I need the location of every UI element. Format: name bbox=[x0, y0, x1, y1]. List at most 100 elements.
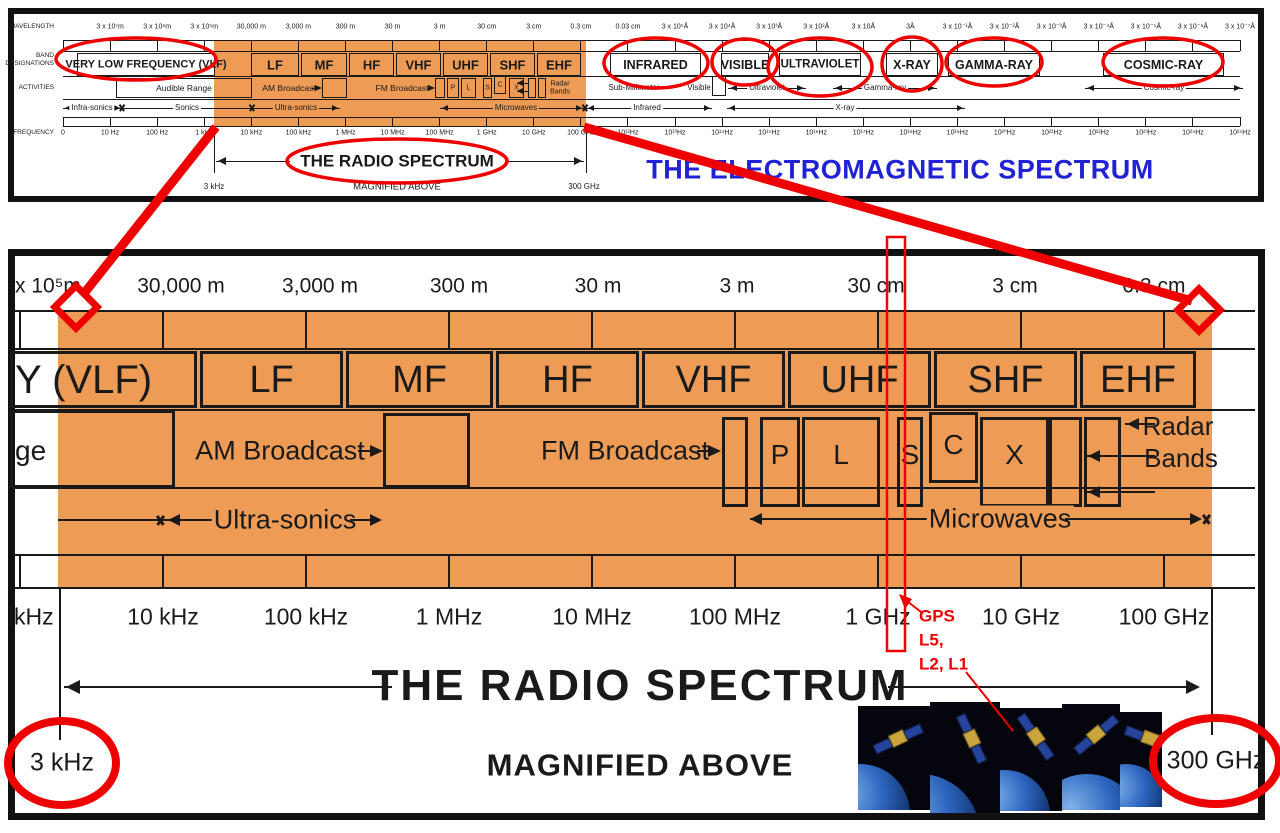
low-end-3khz-label: 3 kHz bbox=[30, 748, 94, 777]
ultraviolet-label: Ultraviolet bbox=[747, 83, 787, 92]
tick-mark bbox=[721, 40, 723, 51]
band-label: Y (VLF) bbox=[15, 358, 153, 402]
grid-line bbox=[1065, 518, 1200, 520]
tick-mark bbox=[439, 117, 441, 126]
frequency-label: 10¹⁵Hz bbox=[758, 129, 780, 137]
frequency-label: kHz bbox=[14, 603, 54, 630]
grid-line bbox=[15, 408, 1255, 412]
arrowhead-left bbox=[835, 84, 842, 91]
frequency-label: 10²²Hz bbox=[1088, 129, 1110, 137]
frequency-label: 1 GHz bbox=[845, 603, 911, 630]
band-label: COSMIC-RAY bbox=[1123, 57, 1204, 72]
tick-mark bbox=[203, 117, 205, 126]
tick-mark bbox=[1239, 40, 1241, 51]
frequency-label: 10 GHz bbox=[982, 603, 1060, 630]
infra-sonics-label: Infra-sonics bbox=[69, 103, 115, 112]
wavelength-label: 300 m bbox=[429, 274, 489, 298]
frequency-label: 10¹³Hz bbox=[664, 129, 686, 137]
band-label: VISIBLE bbox=[720, 57, 770, 72]
arrowhead-right bbox=[428, 84, 435, 91]
tick-mark bbox=[1051, 40, 1053, 51]
ultra-sonics-label: Ultra-sonics bbox=[272, 103, 320, 112]
tick-mark bbox=[876, 311, 880, 349]
tick-mark bbox=[18, 555, 22, 588]
satellite-glyph bbox=[872, 722, 925, 756]
arrowhead-right bbox=[114, 105, 120, 111]
arrowhead-right bbox=[315, 84, 322, 91]
arrowhead-right bbox=[797, 84, 804, 91]
satellite-glyph bbox=[1123, 723, 1162, 753]
audible-range-label: ge bbox=[15, 435, 47, 466]
grid-line bbox=[697, 449, 710, 453]
wavelength-label: 3,000 m bbox=[282, 274, 358, 298]
tick-mark bbox=[1098, 117, 1100, 126]
tick-mark bbox=[486, 40, 488, 51]
satellite-glyph bbox=[1016, 711, 1056, 761]
row-label-wavelength: WAVELENGTH bbox=[9, 22, 54, 30]
grid-line bbox=[216, 160, 290, 162]
row-label-band: BAND bbox=[35, 51, 54, 59]
tick-mark bbox=[815, 40, 817, 51]
radio-spectrum-title-top: THE RADIO SPECTRUM bbox=[298, 151, 496, 171]
wavelength-label: 3 x 10⁻⁴Å bbox=[1083, 23, 1114, 31]
high-end-300ghz-label: 300 GHz bbox=[1166, 746, 1266, 775]
am-broadcast-box bbox=[383, 413, 470, 488]
radar-band-box bbox=[509, 78, 524, 98]
band-label: VHF bbox=[675, 359, 752, 401]
satellite-photo bbox=[1062, 704, 1120, 810]
arrowhead-right bbox=[576, 105, 582, 111]
wavelength-label: 3 cm bbox=[526, 23, 542, 31]
grid-line bbox=[64, 685, 392, 689]
tick-mark bbox=[1004, 40, 1006, 51]
band-label: HF bbox=[542, 359, 593, 401]
arrowhead-left bbox=[168, 514, 180, 526]
band-label: VHF bbox=[405, 57, 432, 72]
wavelength-label: 3 x 10⁷m bbox=[96, 23, 124, 31]
tick-mark bbox=[18, 311, 22, 349]
wavelength-label: 0.3 cm bbox=[570, 23, 592, 31]
arrowhead-left bbox=[65, 105, 71, 111]
grid-line bbox=[63, 98, 1240, 100]
magnified-above-label-top: MAGNIFIED ABOVE bbox=[353, 181, 441, 193]
arrowhead-left bbox=[517, 88, 523, 94]
radar-band-box bbox=[760, 417, 800, 507]
em-spectrum-title: THE ELECTROMAGNETIC SPECTRUM bbox=[646, 154, 1154, 185]
tick-mark bbox=[1145, 117, 1147, 126]
wavelength-label: 300 m bbox=[335, 23, 356, 31]
x-ray-label: X-ray bbox=[833, 103, 857, 112]
tick-mark bbox=[876, 555, 880, 588]
tick-mark bbox=[161, 311, 165, 349]
frequency-label: 10¹⁷Hz bbox=[852, 129, 874, 137]
band-label: MF bbox=[314, 57, 334, 72]
audible-range-label: Audible Range bbox=[156, 82, 212, 93]
tick-mark bbox=[439, 40, 441, 51]
radar-band-letter: X bbox=[514, 84, 519, 92]
low-end-3khz-label-top: 3 kHz bbox=[203, 182, 225, 191]
grid-line bbox=[585, 126, 587, 173]
sub-millimeter-label: Sub-Millimeter bbox=[608, 83, 660, 92]
tick-mark bbox=[156, 40, 158, 51]
radar-band-box bbox=[483, 78, 492, 98]
tick-mark bbox=[909, 40, 911, 51]
band-box bbox=[10, 351, 197, 408]
wavelength-label: 3 x 10⁶m bbox=[143, 23, 172, 31]
wavelength-label: 3 x 10⁴Å bbox=[708, 23, 736, 31]
wavelength-label: 3 x 10⁵Å bbox=[661, 23, 689, 31]
tick-mark bbox=[815, 117, 817, 126]
frequency-label: 10²¹Hz bbox=[1041, 129, 1063, 137]
satellite-glyph bbox=[1072, 713, 1120, 756]
tick-mark bbox=[627, 40, 629, 51]
arrowhead-left bbox=[1088, 450, 1100, 462]
tick-mark bbox=[156, 117, 158, 126]
tick-mark bbox=[580, 117, 582, 126]
row-label-activities: ACTIVITIES bbox=[18, 83, 54, 91]
tick-mark bbox=[62, 117, 64, 126]
arrowhead-left bbox=[730, 84, 737, 91]
frequency-label: 1 kHz bbox=[195, 129, 214, 137]
band-label: GAMMA-RAY bbox=[954, 57, 1034, 72]
frequency-label: 1 MHz bbox=[415, 603, 483, 630]
audible-range-box bbox=[10, 410, 175, 488]
radar-band-letter: P bbox=[450, 84, 456, 92]
grid-line bbox=[59, 588, 61, 740]
grid-line bbox=[213, 126, 215, 173]
